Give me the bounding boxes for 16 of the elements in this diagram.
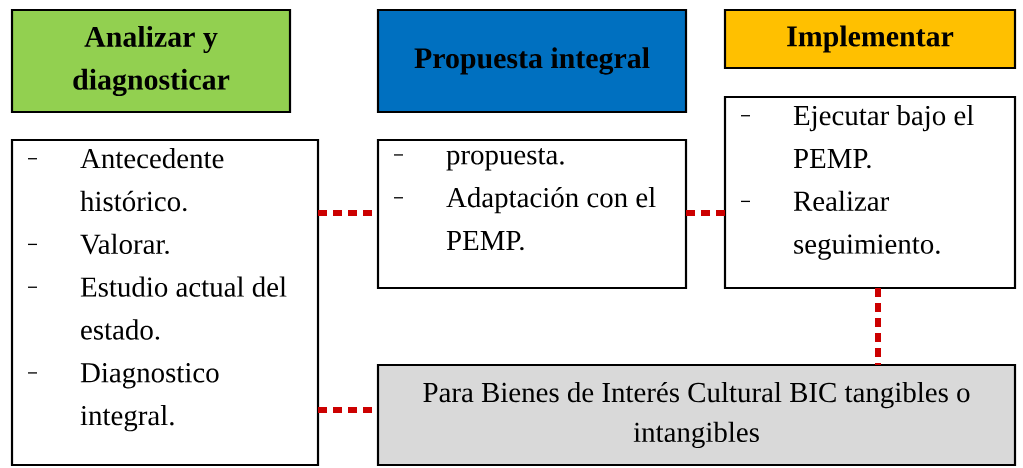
header-box: Implementar [723,8,1017,70]
header-box: Propuesta integral [376,8,688,114]
list-box [376,138,688,290]
list-item: propuesta. [446,148,564,171]
list-item: Estudio actual del estado. [80,276,287,340]
list-item: Diagnostico integral. [80,363,219,432]
header-box: Analizar y diagnosticar [10,8,292,114]
note-box: Para Bienes de Interés Cultural BIC tangibles o intangibles [376,363,1017,467]
dotted-connector [686,210,725,216]
list-box [723,95,1017,290]
list-box [10,138,320,467]
list-item: Valorar. [80,233,169,255]
list-item: Antecedente histórico. [80,148,224,212]
list-item: Adaptación con el PEMP. [446,187,656,251]
list-item: Realizar seguimiento. [793,190,940,260]
list-item: Ejecutar bajo el PEMP. [793,105,974,169]
